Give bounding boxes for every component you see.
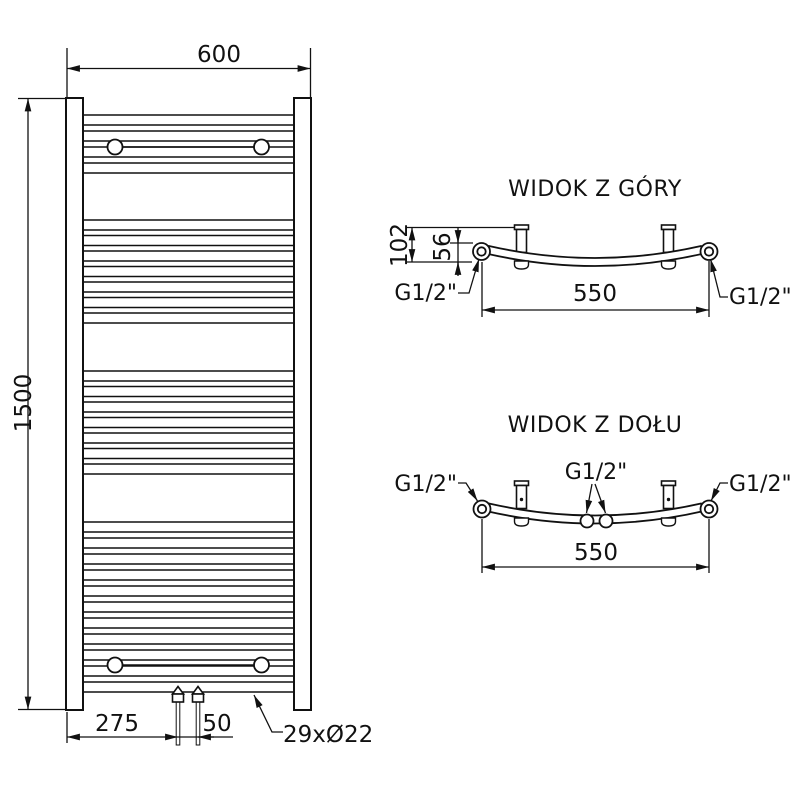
bracket-screw [519, 497, 524, 502]
conn-left-leader [458, 258, 480, 294]
dimension-height [18, 97, 66, 711]
rung [80, 162, 297, 174]
rung-field [80, 114, 297, 693]
rung [80, 569, 297, 581]
rung [80, 681, 297, 693]
bracket-foot-left [513, 260, 530, 270]
rung [80, 416, 297, 429]
top-view-title: WIDOK Z GÓRY [508, 176, 682, 202]
bracket-tab-left [513, 224, 530, 254]
bottom-view: WIDOK Z DOŁU [394, 413, 792, 573]
bracket-foot-right [660, 517, 677, 527]
dim-width-label: 600 [197, 42, 241, 68]
dim-spacing-top-label: 550 [573, 281, 617, 307]
bracket-row-top [106, 138, 270, 156]
conn-left-leader [458, 482, 479, 502]
bracket-foot-left [513, 517, 530, 527]
rung [80, 401, 297, 413]
rung [80, 250, 297, 262]
bracket-tab-left [513, 480, 530, 510]
connection-right [699, 242, 719, 261]
bracket-hole [253, 138, 270, 156]
rung [80, 447, 297, 460]
dim-height-label: 1500 [11, 374, 37, 433]
conn-left-label: G1/2" [394, 472, 457, 497]
dim-valve-offset-label: 275 [95, 711, 139, 737]
bracket-foot-right [660, 260, 677, 270]
conn-right-label: G1/2" [729, 285, 792, 310]
dim-spacing-bottom-label: 550 [574, 540, 618, 566]
connection-left [472, 499, 492, 519]
rung [80, 537, 297, 549]
rung [80, 234, 297, 247]
conn-center-label: G1/2" [565, 460, 628, 485]
bracket-row-bottom [106, 656, 270, 674]
front-view: 600 1500 275 50 29xØ22 [11, 42, 373, 748]
connection-center [579, 513, 614, 529]
bracket-hole [106, 138, 124, 156]
rung [80, 601, 297, 613]
bracket-tab-right [660, 224, 677, 254]
tube-count-label: 29xØ22 [283, 722, 373, 748]
dim-depth-end-label: 56 [430, 232, 456, 261]
rung [80, 553, 297, 565]
collector-left [65, 97, 84, 711]
rung [80, 617, 297, 629]
bottom-view-title: WIDOK Z DOŁU [508, 413, 683, 438]
valve-right [190, 685, 206, 746]
rung [80, 432, 297, 444]
bracket-hole [106, 656, 124, 674]
tube-count-leader [253, 694, 283, 733]
connection-right [699, 499, 719, 519]
dim-valve-spacing-label: 50 [202, 711, 231, 737]
rung [80, 296, 297, 309]
conn-center-leader [585, 483, 607, 514]
top-view: WIDOK Z GÓRY [387, 176, 792, 317]
rung [80, 370, 297, 382]
conn-left-label: G1/2" [394, 281, 457, 306]
rung [80, 265, 297, 278]
dim-depth-total-label: 102 [387, 223, 413, 267]
dimension-valves [66, 712, 233, 743]
rung [80, 463, 297, 475]
valve-left [170, 685, 186, 746]
bracket-hole [253, 656, 270, 674]
conn-right-leader [710, 482, 728, 502]
bracket-tab-right [660, 480, 677, 510]
rung [80, 521, 297, 533]
rung [80, 385, 297, 398]
dimension-spacing-bottom [481, 519, 710, 573]
rung [80, 633, 297, 645]
connection-left [472, 242, 491, 261]
rung [80, 281, 297, 293]
rung [80, 114, 297, 126]
dimension-depth [407, 226, 514, 276]
dimension-spacing-top [481, 261, 710, 317]
rung [80, 219, 297, 231]
conn-right-leader [709, 258, 728, 298]
bracket-screw [666, 497, 671, 502]
conn-right-label: G1/2" [729, 472, 792, 497]
collector-right [293, 97, 312, 711]
dimension-width [66, 48, 312, 97]
rung [80, 585, 297, 597]
rung [80, 312, 297, 324]
